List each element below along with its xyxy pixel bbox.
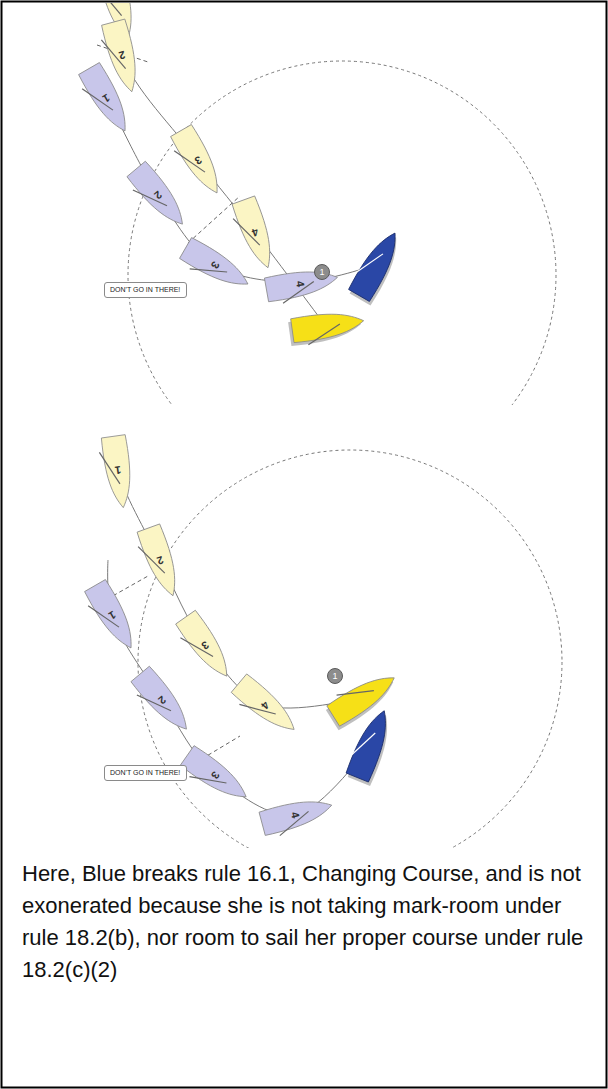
boat-hull xyxy=(131,666,196,737)
note-text: DON'T GO IN THERE! xyxy=(110,769,180,776)
overlap-line xyxy=(188,196,240,243)
boat xyxy=(259,793,336,839)
zone-circle xyxy=(128,61,556,405)
boat xyxy=(178,237,255,298)
boat-sail xyxy=(190,255,227,286)
boat-hull xyxy=(78,62,136,137)
boat-hull xyxy=(84,579,142,654)
boat-sail xyxy=(348,727,376,765)
boat xyxy=(124,161,192,234)
boat xyxy=(341,705,398,786)
boat-sail xyxy=(82,81,113,118)
boat-hull xyxy=(291,308,366,343)
boat-sail xyxy=(337,677,374,709)
boat-sail xyxy=(174,143,205,180)
boat-sail xyxy=(306,324,342,345)
boat-sail xyxy=(138,541,165,578)
boat-sail xyxy=(133,180,167,216)
mark-symbol: 1 xyxy=(327,668,343,684)
boat-hull xyxy=(346,706,396,782)
boat-sail xyxy=(101,36,125,73)
panel-bottom xyxy=(81,435,562,848)
mark-number: 1 xyxy=(319,268,324,277)
boat-sail xyxy=(180,629,213,666)
panel-top xyxy=(75,3,556,405)
boat-sail xyxy=(97,3,121,20)
mark-symbol: 1 xyxy=(314,264,330,280)
boat-hull xyxy=(175,610,237,683)
boat-sail xyxy=(137,685,171,721)
track-line xyxy=(117,440,360,708)
boat xyxy=(75,62,136,139)
boat-sail xyxy=(352,246,383,283)
boat-hull xyxy=(231,674,302,739)
boat-hull xyxy=(101,435,136,510)
boat xyxy=(172,610,237,685)
boat xyxy=(228,196,279,273)
boat-sail xyxy=(276,811,313,835)
boat xyxy=(128,666,196,739)
boat-sail xyxy=(88,598,119,635)
boat-hull xyxy=(179,237,254,295)
mark-number: 1 xyxy=(332,672,337,681)
zone-circle xyxy=(138,450,562,848)
boat xyxy=(133,524,184,601)
boat-hull xyxy=(127,161,192,232)
note-text: DON'T GO IN THERE! xyxy=(110,286,180,293)
boat xyxy=(344,225,409,306)
track-line xyxy=(106,95,375,282)
boat-hull xyxy=(180,745,253,807)
caption-text: Here, Blue breaks rule 16.1, Changing Co… xyxy=(22,858,592,986)
boat xyxy=(167,124,228,201)
boat-hull xyxy=(232,196,280,272)
boat xyxy=(322,664,402,730)
boat xyxy=(97,435,135,510)
boat xyxy=(81,579,142,656)
boat-hull xyxy=(348,227,406,302)
boat-hull xyxy=(327,667,401,726)
boat-sail xyxy=(239,692,275,726)
boat xyxy=(178,745,253,810)
boat-hull xyxy=(259,793,335,836)
boat-hull xyxy=(137,524,185,600)
boat xyxy=(288,308,366,347)
boat-hull xyxy=(170,124,228,199)
boat xyxy=(229,674,302,742)
note-box: DON'T GO IN THERE! xyxy=(104,282,187,298)
boat-sail xyxy=(189,764,226,797)
boat-sail xyxy=(233,213,260,250)
note-box: DON'T GO IN THERE! xyxy=(104,765,187,781)
